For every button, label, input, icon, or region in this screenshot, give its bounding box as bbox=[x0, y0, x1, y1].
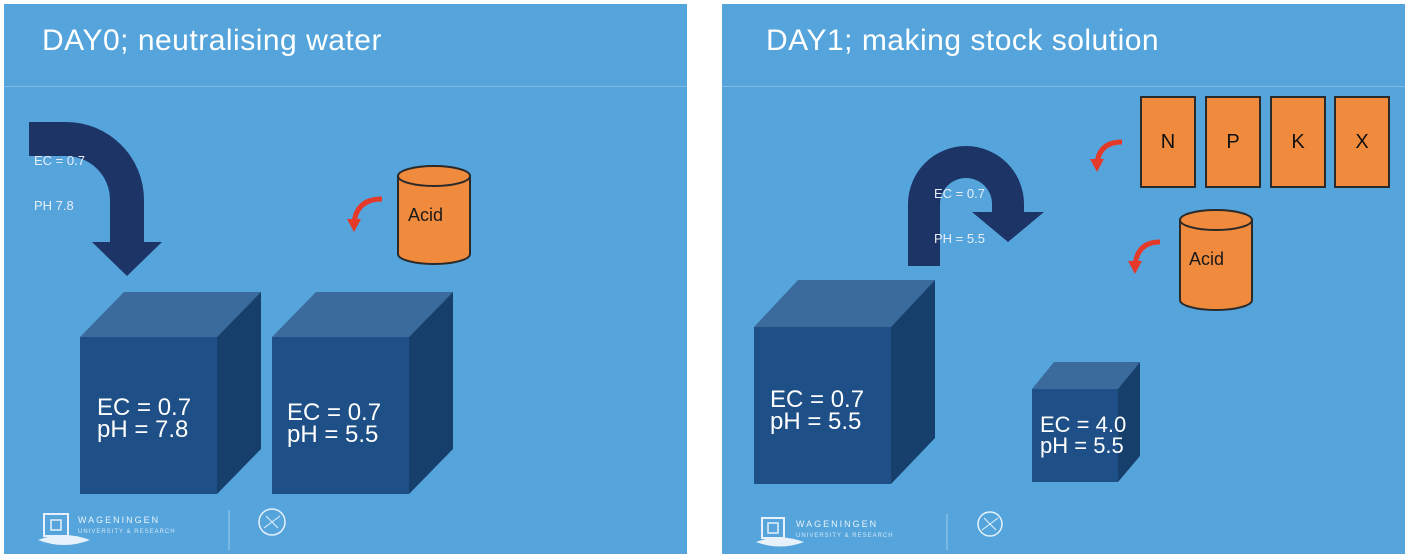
logo-subtitle: UNIVERSITY & RESEARCH bbox=[796, 533, 894, 539]
tank-box-2 bbox=[1032, 362, 1140, 482]
red-curved-arrow-icon bbox=[347, 196, 383, 232]
seal-icon bbox=[258, 508, 286, 536]
seal-icon bbox=[977, 511, 1003, 537]
slide-title: DAY1; making stock solution bbox=[766, 24, 1160, 57]
tank-box-2 bbox=[272, 292, 453, 494]
box-2-ph: pH = 5.5 bbox=[287, 421, 379, 448]
box-1-values: EC = 0.7 pH = 7.8 bbox=[97, 394, 192, 443]
slide-title: DAY0; neutralising water bbox=[42, 24, 382, 57]
diagram-graphics bbox=[754, 139, 1253, 550]
tank-box-1 bbox=[754, 280, 935, 484]
box-2-ec: EC = 0.7 bbox=[287, 399, 382, 426]
arrow-label: EC = 0.7 PH 7.8 bbox=[34, 123, 85, 243]
red-curved-arrow-icon bbox=[1090, 139, 1123, 172]
title-divider bbox=[4, 86, 687, 87]
box-1-ec: EC = 0.7 bbox=[770, 386, 865, 413]
curved-flow-arrow-icon bbox=[908, 146, 1044, 266]
nutrient-box-k: K bbox=[1270, 96, 1326, 188]
slide-day0: DAY0; neutralising water bbox=[4, 4, 687, 554]
logo-name: WAGENINGEN bbox=[796, 519, 879, 529]
red-curved-arrow-icon bbox=[1128, 239, 1161, 274]
acid-label: Acid bbox=[1189, 249, 1225, 269]
logo-name: WAGENINGEN bbox=[78, 515, 161, 525]
tank-box-1 bbox=[80, 292, 261, 494]
diagram-graphics bbox=[29, 122, 471, 550]
title-divider bbox=[722, 86, 1405, 87]
wur-logo-icon bbox=[756, 517, 804, 547]
arrow-label-ph: PH = 5.5 bbox=[934, 231, 985, 246]
nutrient-box-n: N bbox=[1140, 96, 1196, 188]
wur-logo-icon bbox=[38, 513, 90, 545]
box-2-ph: pH = 5.5 bbox=[1040, 433, 1124, 458]
arrow-label: EC = 0.7 PH = 5.5 bbox=[934, 156, 985, 276]
box-2-values: EC = 4.0 pH = 5.5 bbox=[1040, 412, 1127, 458]
nutrient-box-p: P bbox=[1205, 96, 1261, 188]
curved-flow-arrow-icon bbox=[29, 122, 162, 276]
logo-subtitle: UNIVERSITY & RESEARCH bbox=[78, 529, 176, 535]
box-2-values: EC = 0.7 pH = 5.5 bbox=[287, 399, 382, 448]
box-1-ph: pH = 5.5 bbox=[770, 408, 862, 435]
acid-can-icon bbox=[1179, 209, 1253, 311]
slide-day1: DAY1; making stock solution bbox=[722, 4, 1405, 554]
arrow-label-ph: PH 7.8 bbox=[34, 198, 74, 213]
arrow-label-ec: EC = 0.7 bbox=[34, 153, 85, 168]
nutrient-box-x: X bbox=[1334, 96, 1390, 188]
acid-label: Acid bbox=[408, 205, 444, 225]
box-2-ec: EC = 4.0 bbox=[1040, 412, 1127, 437]
box-1-ph: pH = 7.8 bbox=[97, 416, 189, 443]
acid-can-icon bbox=[397, 165, 471, 265]
box-1-values: EC = 0.7 pH = 5.5 bbox=[770, 386, 865, 435]
box-1-ec: EC = 0.7 bbox=[97, 394, 192, 421]
arrow-label-ec: EC = 0.7 bbox=[934, 186, 985, 201]
